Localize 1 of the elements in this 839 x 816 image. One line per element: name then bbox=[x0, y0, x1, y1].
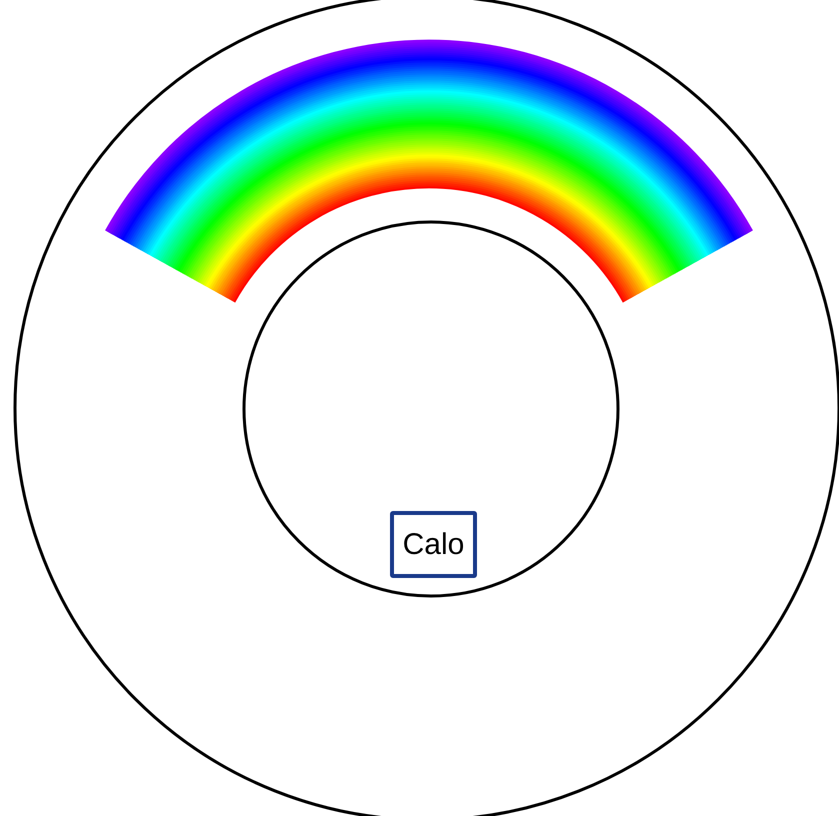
label-box: Calo bbox=[390, 511, 477, 578]
